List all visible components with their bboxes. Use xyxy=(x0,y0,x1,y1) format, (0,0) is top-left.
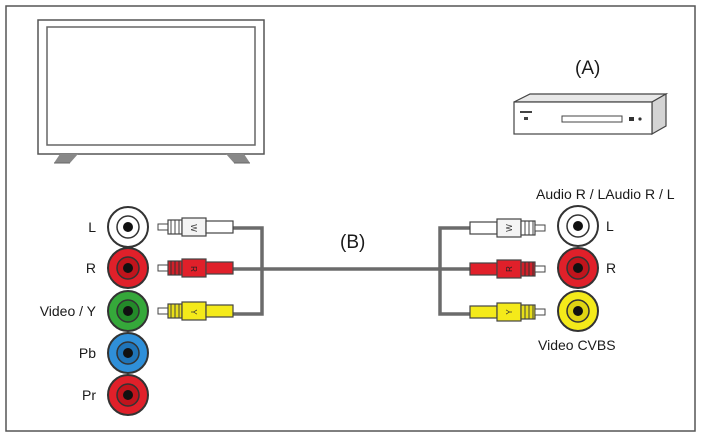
media-player-icon xyxy=(513,92,669,136)
tv-label-r: R xyxy=(85,260,96,276)
device-label-video: Video CVBS xyxy=(538,337,616,353)
left-plug-yellow-mark: Y xyxy=(189,309,198,315)
device-audio-header: Audio R / LAudio R / L xyxy=(536,186,675,202)
left-plug-white-mark: W xyxy=(189,224,198,232)
tv-port-l xyxy=(107,206,149,248)
tv-label-pb: Pb xyxy=(78,345,96,361)
right-plug-yellow: Y xyxy=(469,302,546,322)
tv-icon xyxy=(37,19,265,164)
right-plug-red-mark: R xyxy=(505,266,514,272)
left-plug-yellow: Y xyxy=(157,301,234,321)
tv-port-video-y xyxy=(107,290,149,332)
device-label: (A) xyxy=(575,58,601,79)
tv-label-l: L xyxy=(88,219,96,235)
tv-port-pr xyxy=(107,374,149,416)
left-plug-red-mark: R xyxy=(189,266,198,272)
av-cable xyxy=(231,226,472,316)
cable-label: (B) xyxy=(340,232,366,253)
tv-port-pb xyxy=(107,332,149,374)
right-plug-white-mark: W xyxy=(505,224,514,232)
device-port-video xyxy=(557,290,599,332)
device-port-l xyxy=(557,205,599,247)
right-plug-red: R xyxy=(469,259,546,279)
tv-port-r xyxy=(107,247,149,289)
left-plug-white: W xyxy=(157,217,234,237)
device-port-r xyxy=(557,247,599,289)
tv-label-pr: Pr xyxy=(82,387,96,403)
device-label-r: R xyxy=(606,260,617,276)
left-plug-red: R xyxy=(157,258,234,278)
right-plug-yellow-mark: Y xyxy=(505,309,514,315)
right-plug-white: W xyxy=(469,218,546,238)
device-label-l: L xyxy=(606,218,614,234)
tv-label-video-y: Video / Y xyxy=(39,303,96,319)
